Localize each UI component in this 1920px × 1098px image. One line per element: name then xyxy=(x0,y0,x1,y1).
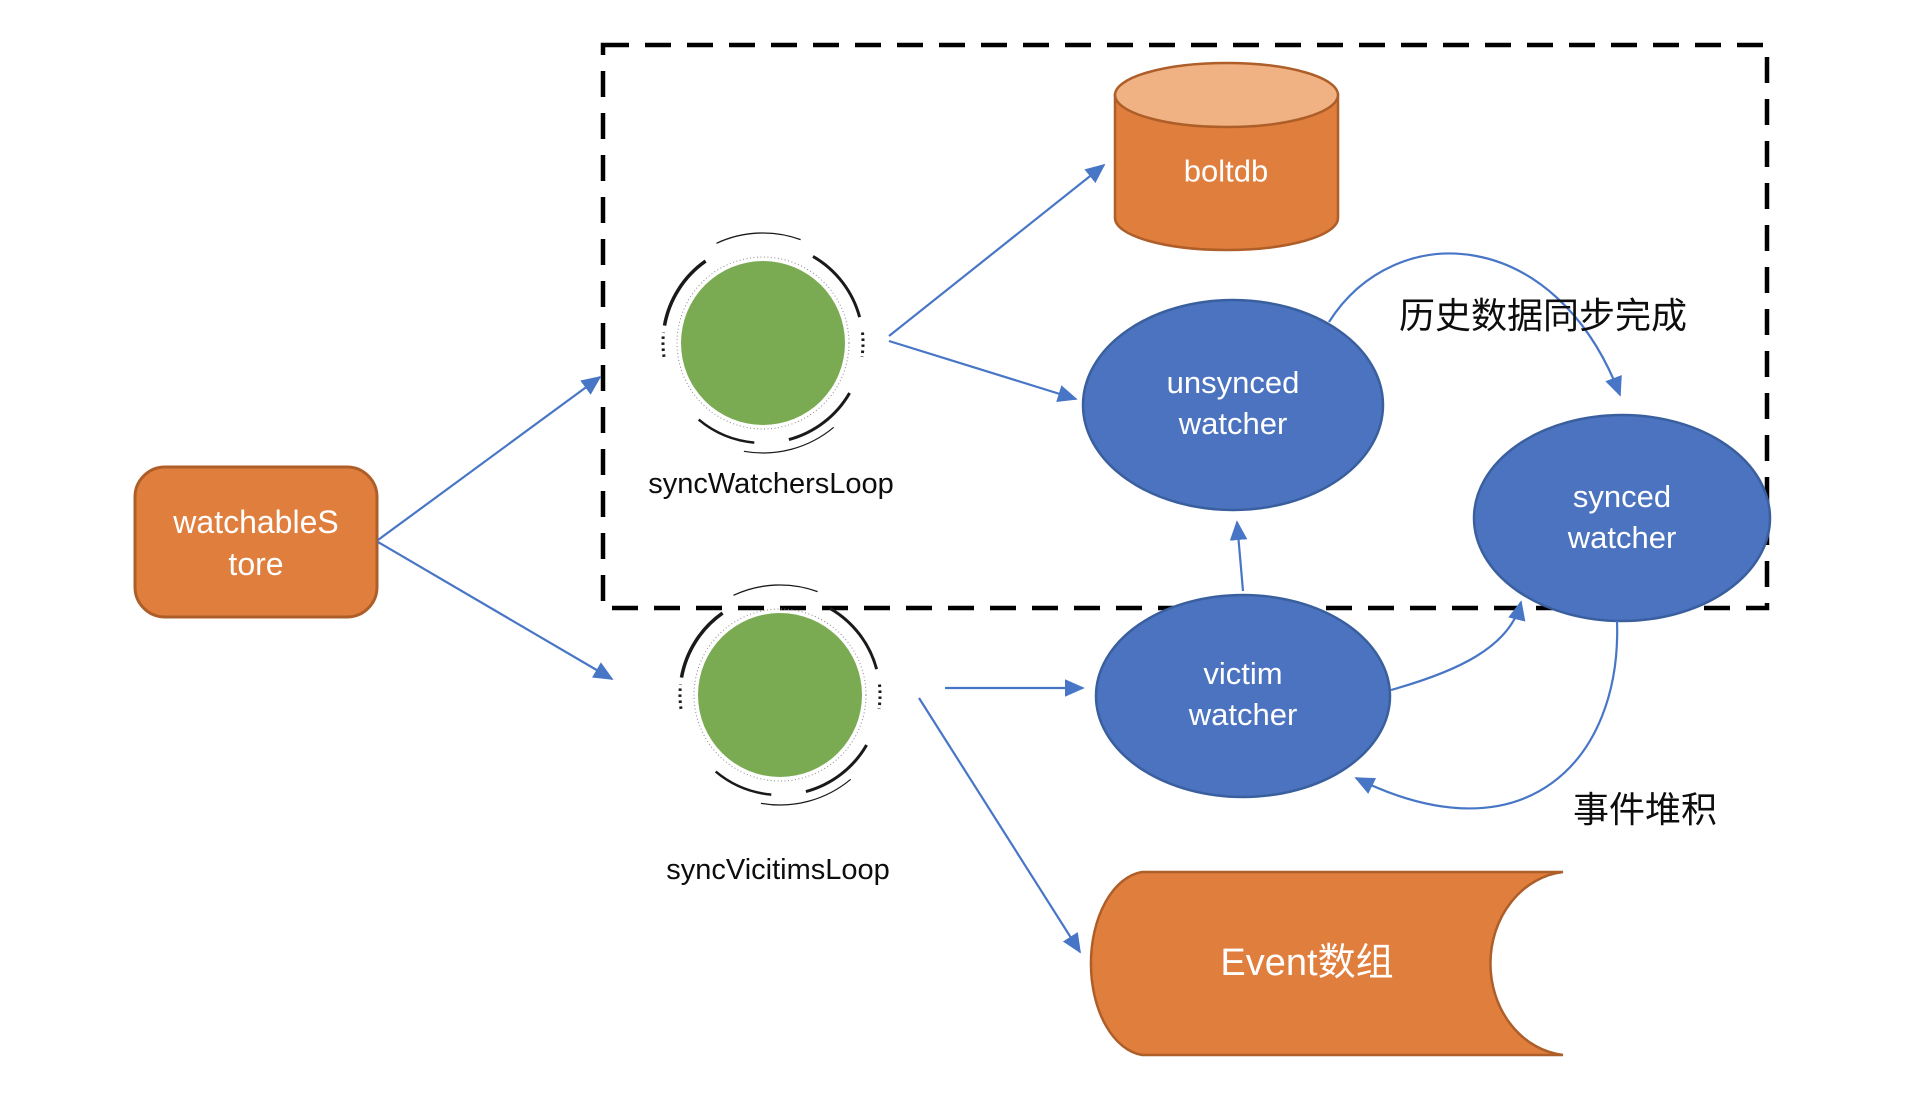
arrow-syncwatchersloop-to-boltdb xyxy=(888,163,1106,337)
watchable-store-label-line1: watchableS xyxy=(173,503,339,540)
arrow-syncwatchersloop-to-unsynced xyxy=(888,339,1078,403)
synced-watcher-ellipse xyxy=(1472,413,1772,623)
watchable-store-box xyxy=(133,465,379,619)
history-sync-done-annotation: 历史数据同步完成 xyxy=(1398,295,1688,337)
boltdb-label: boltdb xyxy=(1183,153,1269,189)
arrow-unsynced-to-synced-history-sync xyxy=(1328,252,1622,397)
victim-watcher-ellipse xyxy=(1094,593,1392,799)
dashed-boundary-box xyxy=(600,42,1770,611)
watchable-store-label-line2: tore xyxy=(228,546,284,582)
arrow-victim-to-synced xyxy=(1390,600,1526,692)
unsynced-watcher-label: unsynced watcher xyxy=(1166,365,1300,441)
victim-watcher-label: victim watcher xyxy=(1188,656,1298,732)
event-array-label: Event数组 xyxy=(1220,941,1394,984)
event-pileup-annotation: 事件堆积 xyxy=(1572,789,1718,831)
boltdb-cylinder xyxy=(1113,61,1340,252)
boltdb-cylinder-top xyxy=(1113,61,1340,129)
sync-victims-loop-icon xyxy=(678,583,882,807)
boltdb-cylinder-body xyxy=(1113,93,1340,252)
arrow-synced-to-victim-event-pileup xyxy=(1354,620,1619,810)
arrow-watchablestore-to-syncwatchersloop xyxy=(377,375,602,541)
sync-watchers-loop-icon xyxy=(661,231,865,455)
watchable-store-label: watchableS tore xyxy=(173,501,338,585)
event-array-shape xyxy=(1089,870,1564,1057)
arrow-watchablestore-to-syncvictimsloop xyxy=(377,541,614,680)
synced-watcher-label: synced watcher xyxy=(1567,479,1677,555)
sync-watchers-loop-label: syncWatchersLoop xyxy=(648,467,894,500)
unsynced-watcher-ellipse xyxy=(1081,298,1385,512)
sync-vicitims-loop-label: syncVicitimsLoop xyxy=(666,853,890,886)
arrow-victim-to-unsynced xyxy=(1229,520,1248,592)
arrow-syncvictimsloop-to-eventarray xyxy=(918,697,1081,954)
